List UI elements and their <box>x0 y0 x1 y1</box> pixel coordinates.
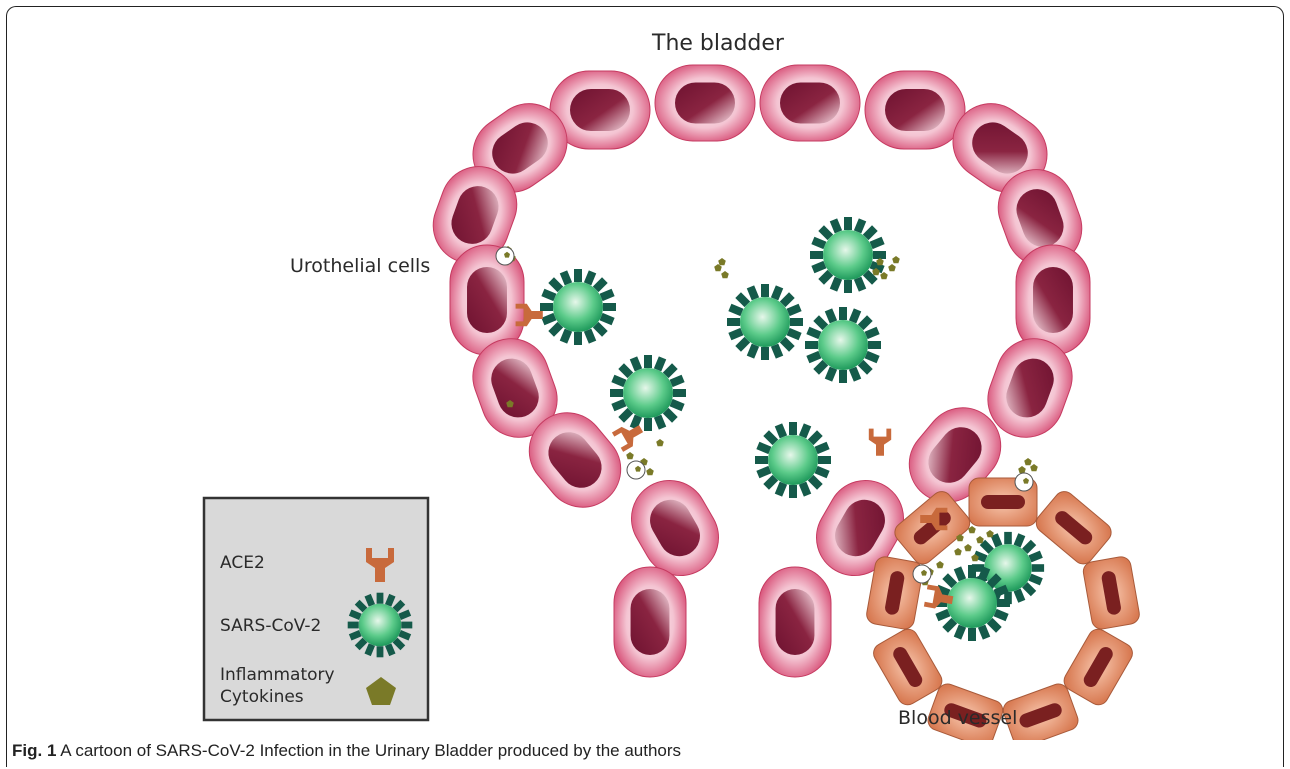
blood-vessel-label: Blood vessel <box>898 707 1017 729</box>
legend-box: ACE2 SARS-CoV-2 Inflammatory Cytokines <box>204 498 428 720</box>
virus-particle <box>348 593 413 658</box>
legend-label-cytokines-1: Inflammatory <box>220 665 335 685</box>
cytokine <box>892 256 900 263</box>
virus-particle <box>810 217 886 293</box>
virus-particle <box>727 284 803 360</box>
vessel-cell <box>1032 487 1115 567</box>
urothelial-cell <box>759 567 831 677</box>
cytokine <box>986 530 994 537</box>
cytokine <box>876 258 884 265</box>
cytokine <box>718 258 726 265</box>
cytokine <box>721 271 729 278</box>
cytokine <box>976 536 984 543</box>
urothelial-cell <box>614 567 686 677</box>
urothelial-cell <box>655 65 755 141</box>
cytokine <box>656 439 664 446</box>
bladder-diagram: The bladder Urothelial cells Blood vesse… <box>0 0 1290 740</box>
vessel-cell <box>1060 626 1136 709</box>
cytokine <box>954 548 962 555</box>
cytokine <box>1024 458 1032 465</box>
figure-caption: Fig. 1 A cartoon of SARS-CoV-2 Infection… <box>12 741 681 761</box>
ace2-receptor <box>612 419 647 452</box>
cytokine <box>1018 466 1026 473</box>
legend-label-cytokines-2: Cytokines <box>220 687 304 707</box>
blood-vessel <box>865 478 1141 740</box>
cytokine <box>888 264 896 271</box>
legend-label-ace2: ACE2 <box>220 553 265 573</box>
urothelial-cell <box>1016 245 1090 355</box>
ace2-receptor <box>869 429 891 456</box>
cytokine <box>1030 464 1038 471</box>
cytokine <box>646 468 654 475</box>
diagram-title: The bladder <box>651 31 785 56</box>
cytokine <box>964 544 972 551</box>
virus-particle <box>540 269 616 345</box>
vessel-cell <box>870 626 946 709</box>
urothelial-cell <box>865 71 965 149</box>
virus-particle <box>755 422 831 498</box>
cytokine <box>626 452 634 459</box>
caption-prefix: Fig. 1 <box>12 741 56 760</box>
urothelial-cells-label: Urothelial cells <box>290 255 430 277</box>
urothelial-cell <box>760 65 860 141</box>
cytokine <box>936 561 944 568</box>
virus-particle <box>805 307 881 383</box>
caption-text: A cartoon of SARS-CoV-2 Infection in the… <box>56 741 681 760</box>
legend-label-virus: SARS-CoV-2 <box>220 616 321 636</box>
virus-particle <box>610 355 686 431</box>
vessel-cell <box>1082 555 1141 630</box>
virus-icon <box>348 593 413 658</box>
